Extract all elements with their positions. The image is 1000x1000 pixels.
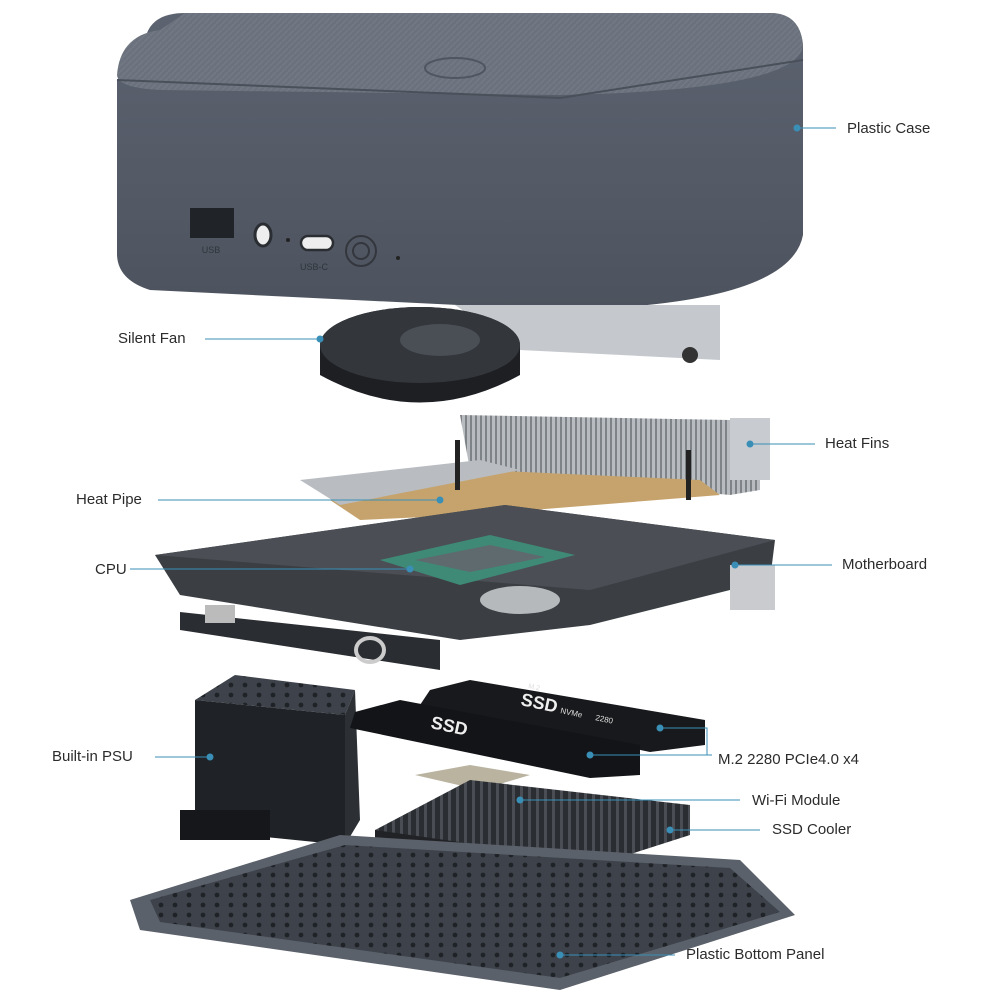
label-cpu: CPU	[95, 561, 127, 578]
usb-port	[190, 208, 234, 238]
label-motherboard: Motherboard	[842, 556, 928, 573]
wifi-module	[415, 765, 530, 790]
usb-c-port	[299, 234, 335, 252]
label-ssd-cooler: SSD Cooler	[772, 821, 852, 838]
label-wifi-module: Wi-Fi Module	[752, 792, 841, 809]
power-button	[345, 235, 377, 267]
audio-jack	[253, 222, 273, 248]
silent-fan	[320, 305, 720, 403]
ssd-size-text: 2280	[595, 713, 615, 726]
label-heat-fins: Heat Fins	[825, 435, 890, 452]
leader-lines	[130, 124, 836, 959]
label-heat-pipe: Heat Pipe	[76, 491, 142, 508]
plastic-case: USB USB-C	[116, 13, 804, 310]
ssd-form-text: M.2	[528, 683, 541, 692]
label-m2-ssd: M.2 2280 PCIe4.0 x4	[718, 751, 859, 768]
m2-ssd: SSD NVMe 2280 M.2 SSD	[350, 680, 705, 778]
label-built-in-psu: Built-in PSU	[52, 748, 133, 765]
usb-c-port-label: USB-C	[300, 262, 329, 272]
heat-pipe	[300, 440, 720, 520]
label-plastic-case: Plastic Case	[847, 120, 931, 137]
label-plastic-bottom-panel: Plastic Bottom Panel	[686, 946, 825, 963]
built-in-psu	[180, 675, 360, 845]
logo-icon	[424, 57, 486, 79]
plastic-bottom-panel	[130, 835, 795, 990]
motherboard	[155, 505, 775, 670]
usb-port-label: USB	[202, 245, 221, 255]
label-silent-fan: Silent Fan	[118, 330, 186, 347]
